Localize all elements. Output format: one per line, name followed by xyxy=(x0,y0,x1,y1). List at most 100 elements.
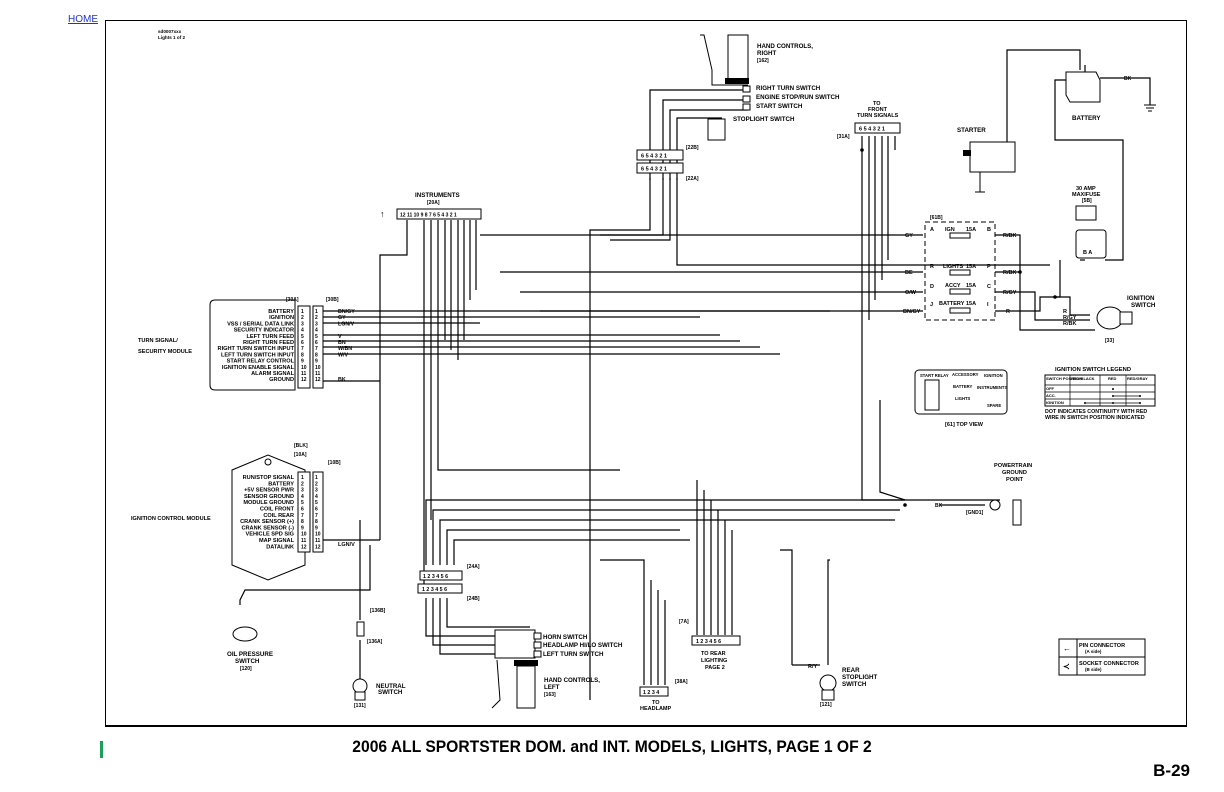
svg-text:SOCKET CONNECTOR: SOCKET CONNECTOR xyxy=(1079,661,1139,667)
svg-text:[10A]: [10A] xyxy=(294,452,307,458)
svg-text:STARTER: STARTER xyxy=(957,127,986,134)
hcr-title: HAND CONTROLS, xyxy=(757,43,813,50)
rear-lighting-connector: 1 2 3 4 5 6 TO REAR LIGHTING PAGE 2 [7A] xyxy=(679,619,741,671)
svg-text:LEFT TURN SWITCH: LEFT TURN SWITCH xyxy=(543,651,604,658)
svg-text:6 5 4 3 2 1: 6 5 4 3 2 1 xyxy=(859,127,885,133)
svg-text:HORN SWITCH: HORN SWITCH xyxy=(543,634,588,641)
icm-pin-name: SENSOR GROUND xyxy=(244,494,294,500)
svg-text:6 5 4 3 2 1: 6 5 4 3 2 1 xyxy=(641,154,667,160)
icm-pin-num-b: 7 xyxy=(315,513,318,519)
svg-text:SWITCH: SWITCH xyxy=(1131,302,1156,309)
maxifuse: 30 AMP MAXIFUSE [5B] B A xyxy=(1072,186,1107,259)
connector-legend: ← ≺ PIN CONNECTOR (A side) SOCKET CONNEC… xyxy=(1058,638,1146,676)
svg-text:START RELAY: START RELAY xyxy=(920,373,949,378)
svg-text:[30B]: [30B] xyxy=(326,297,339,303)
svg-text:[31A]: [31A] xyxy=(837,134,850,140)
svg-text:R/BK: R/BK xyxy=(1063,321,1076,327)
start-switch-label: START SWITCH xyxy=(756,103,803,110)
tsm-pin-name: RIGHT TURN SWITCH INPUT xyxy=(218,346,295,352)
tsm-pin-num-b: 8 xyxy=(315,352,318,358)
icm-pin-num-b: 9 xyxy=(315,525,318,531)
wires xyxy=(239,49,1151,700)
svg-text:15A: 15A xyxy=(966,301,976,307)
tsm-pin-num-b: 9 xyxy=(315,359,318,365)
svg-text:TURN SIGNALS: TURN SIGNALS xyxy=(857,113,899,119)
rear-stoplight-switch: REAR STOPLIGHT SWITCH [121] R/Y xyxy=(808,664,878,708)
svg-text:[61] TOP VIEW: [61] TOP VIEW xyxy=(945,422,984,428)
svg-text:TURN SIGNAL/: TURN SIGNAL/ xyxy=(138,338,178,344)
icm-pin-num-b: 12 xyxy=(315,544,321,550)
svg-text:6 5 4 3 2 1: 6 5 4 3 2 1 xyxy=(641,167,667,173)
svg-text:ACC.: ACC. xyxy=(1046,393,1056,398)
svg-text:30 AMP: 30 AMP xyxy=(1076,186,1096,192)
tsm-pin-num: 12 xyxy=(301,377,307,383)
tsm-pin-name: IGNITION ENABLE SIGNAL xyxy=(222,365,295,371)
svg-text:↑: ↑ xyxy=(380,209,385,219)
tsm-pin-name: LEFT TURN SWITCH INPUT xyxy=(221,352,295,358)
tsm-pin-num-b: 5 xyxy=(315,334,318,340)
svg-text:[38A]: [38A] xyxy=(675,679,688,685)
svg-text:R/BK: R/BK xyxy=(1003,270,1016,276)
svg-text:POINT: POINT xyxy=(1006,477,1024,483)
icm-pin-num: 10 xyxy=(301,532,307,538)
tsm-wire-label: V xyxy=(338,334,342,340)
svg-text:OIL PRESSURE: OIL PRESSURE xyxy=(227,651,273,658)
svg-text:[GND1]: [GND1] xyxy=(966,510,984,516)
icm-pin-num: 12 xyxy=(301,544,307,550)
svg-text:[BLK]: [BLK] xyxy=(294,443,308,449)
svg-text:[10B]: [10B] xyxy=(328,460,341,466)
svg-text:1 2 3 4 5 6: 1 2 3 4 5 6 xyxy=(423,574,448,580)
tsm-pin-num: 7 xyxy=(301,346,304,352)
svg-text:[22A]: [22A] xyxy=(686,176,699,182)
headlamp-connector: 1 2 3 4 TO HEADLAMP [38A] xyxy=(639,679,688,712)
svg-text:R/BK: R/BK xyxy=(1003,233,1016,239)
icm-pin-name: DATALINK xyxy=(266,544,294,550)
svg-text:R/Y: R/Y xyxy=(808,664,818,670)
svg-text:D: D xyxy=(930,284,934,290)
svg-text:15A: 15A xyxy=(966,264,976,270)
svg-text:R/GY: R/GY xyxy=(1063,315,1077,321)
icm-pin-num-b: 10 xyxy=(315,532,321,538)
icm-pin-num-b: 1 xyxy=(315,475,318,481)
instruments-connector: INSTRUMENTS [20A] 12 11 10 9 8 7 6 5 4 3… xyxy=(380,192,482,220)
icm-pin-num: 2 xyxy=(301,481,304,487)
page-number: B-29 xyxy=(1153,761,1190,780)
svg-text:IGNITION: IGNITION xyxy=(1127,295,1155,302)
svg-text:TO: TO xyxy=(652,700,660,706)
tsm-wire-label: BK xyxy=(338,377,346,383)
svg-text:SWITCH POSITION: SWITCH POSITION xyxy=(1046,376,1082,381)
svg-text:LEFT: LEFT xyxy=(544,684,560,691)
tsm-pin-name: VSS / SERIAL DATA LINK xyxy=(227,321,294,327)
svg-text:TO REAR: TO REAR xyxy=(701,651,726,657)
tsm-wire-label: W/V xyxy=(338,352,348,358)
svg-text:15A: 15A xyxy=(966,283,976,289)
tsm-pin-name: START RELAY CONTROL xyxy=(227,359,295,365)
tsm-pin-num-b: 7 xyxy=(315,346,318,352)
tsm-pin-num: 2 xyxy=(301,315,304,321)
svg-text:TO: TO xyxy=(873,101,881,107)
svg-text:←: ← xyxy=(1063,644,1071,653)
tsm-pin-num-b: 2 xyxy=(315,315,318,321)
icm-pin-name: +5V SENSOR PWR xyxy=(244,488,294,494)
svg-text:I: I xyxy=(987,302,989,308)
tsm-wire-label: LGN/V xyxy=(338,321,355,327)
icm-pin-name: CRANK SENSOR (+) xyxy=(240,519,294,525)
svg-text:[24B]: [24B] xyxy=(467,596,480,602)
tsm-pin-num-b: 3 xyxy=(315,321,318,327)
icm-pin-num: 9 xyxy=(301,525,304,531)
icm-pin-num-b: 4 xyxy=(315,494,318,500)
icm-pin-num: 4 xyxy=(301,494,304,500)
tsm-pin-num: 5 xyxy=(301,334,304,340)
home-link[interactable]: HOME xyxy=(68,14,98,25)
svg-text:HEADLAMP: HEADLAMP xyxy=(640,706,671,712)
green-margin-bar xyxy=(100,741,103,758)
svg-text:BE: BE xyxy=(905,270,913,276)
svg-text:ACCY: ACCY xyxy=(945,283,961,289)
svg-text:B A: B A xyxy=(1083,250,1092,256)
svg-text:[61B]: [61B] xyxy=(930,215,943,221)
tsm-pin-num-b: 11 xyxy=(315,371,321,377)
icm-pin-num: 7 xyxy=(301,513,304,519)
svg-text:≺: ≺ xyxy=(1063,662,1070,671)
svg-text:RED/GRAY: RED/GRAY xyxy=(1127,376,1148,381)
